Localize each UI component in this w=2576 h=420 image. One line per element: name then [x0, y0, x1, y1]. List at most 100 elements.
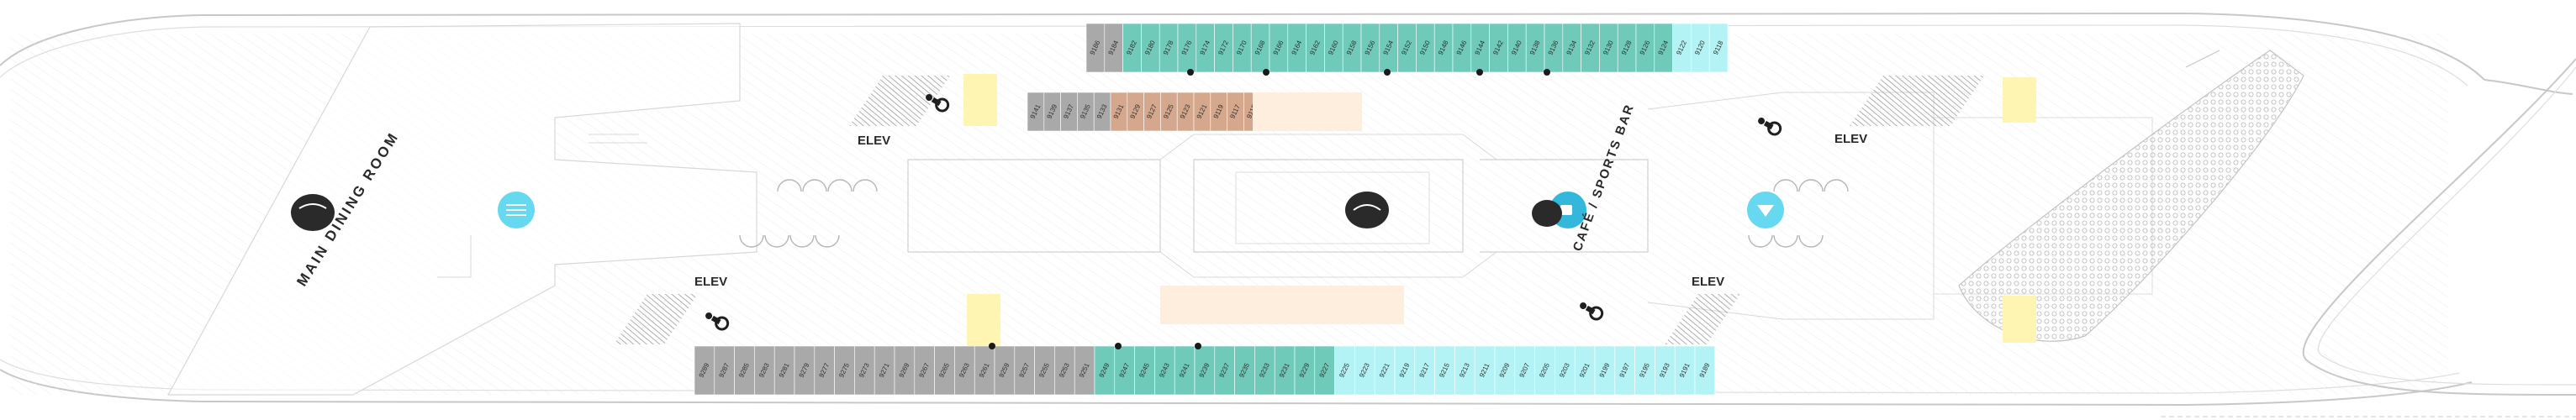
cabin-9164[interactable]: 9164 [1287, 23, 1306, 73]
cabin-9186[interactable]: 9186 [1085, 23, 1106, 73]
cabin-9135[interactable]: 9135 [1077, 92, 1095, 132]
cabin-9201[interactable]: 9201 [1574, 345, 1596, 396]
cabin-9271[interactable]: 9271 [874, 345, 895, 396]
cabin-9279[interactable]: 9279 [794, 345, 816, 396]
cabin-9213[interactable]: 9213 [1454, 345, 1475, 396]
cabin-9231[interactable]: 9231 [1274, 345, 1296, 396]
cabin-9239[interactable]: 9239 [1194, 345, 1216, 396]
cabin-9172[interactable]: 9172 [1214, 23, 1233, 73]
cabin-9140[interactable]: 9140 [1507, 23, 1527, 73]
cabin-9225[interactable]: 9225 [1334, 345, 1355, 396]
cabin-9221[interactable]: 9221 [1374, 345, 1396, 396]
cabin-9122[interactable]: 9122 [1672, 23, 1692, 73]
cabin-9235[interactable]: 9235 [1234, 345, 1255, 396]
cabin-9141[interactable]: 9141 [1027, 92, 1045, 132]
cabin-9126[interactable]: 9126 [1635, 23, 1655, 73]
cabin-9269[interactable]: 9269 [894, 345, 916, 396]
cabin-9131[interactable]: 9131 [1110, 92, 1128, 132]
cabin-9125[interactable]: 9125 [1160, 92, 1178, 132]
cabin-9130[interactable]: 9130 [1599, 23, 1618, 73]
cabin-9180[interactable]: 9180 [1141, 23, 1160, 73]
cabin-9253[interactable]: 9253 [1054, 345, 1075, 396]
cabin-9233[interactable]: 9233 [1254, 345, 1275, 396]
cabin-9127[interactable]: 9127 [1143, 92, 1161, 132]
cabin-9162[interactable]: 9162 [1306, 23, 1325, 73]
cabin-9156[interactable]: 9156 [1360, 23, 1380, 73]
cabin-9120[interactable]: 9120 [1691, 23, 1710, 73]
cabin-9273[interactable]: 9273 [854, 345, 875, 396]
cabin-9119[interactable]: 9119 [1210, 92, 1227, 132]
cabin-9148[interactable]: 9148 [1433, 23, 1454, 73]
cabin-9197[interactable]: 9197 [1614, 345, 1635, 396]
cabin-9160[interactable]: 9160 [1324, 23, 1343, 73]
cabin-9129[interactable]: 9129 [1127, 92, 1144, 132]
cabin-9245[interactable]: 9245 [1134, 345, 1155, 396]
cabin-9285[interactable]: 9285 [734, 345, 755, 396]
cabin-9237[interactable]: 9237 [1214, 345, 1235, 396]
cabin-9229[interactable]: 9229 [1294, 345, 1316, 396]
cabin-9136[interactable]: 9136 [1544, 23, 1564, 73]
cabin-9259[interactable]: 9259 [994, 345, 1016, 396]
cabin-9281[interactable]: 9281 [773, 345, 795, 396]
cabin-9139[interactable]: 9139 [1043, 92, 1061, 132]
cabin-9137[interactable]: 9137 [1060, 92, 1078, 132]
cabin-9217[interactable]: 9217 [1414, 345, 1435, 396]
cabin-9191[interactable]: 9191 [1674, 345, 1696, 396]
cabin-9133[interactable]: 9133 [1093, 92, 1111, 132]
cabin-9174[interactable]: 9174 [1196, 23, 1215, 73]
cabin-9166[interactable]: 9166 [1269, 23, 1289, 73]
cabin-9241[interactable]: 9241 [1174, 345, 1196, 396]
cabin-9249[interactable]: 9249 [1094, 345, 1116, 396]
cabin-9178[interactable]: 9178 [1159, 23, 1179, 73]
cabin-9184[interactable]: 9184 [1104, 23, 1123, 73]
cabin-9251[interactable]: 9251 [1074, 345, 1095, 396]
cabin-9158[interactable]: 9158 [1342, 23, 1362, 73]
elevator-icon [989, 69, 1550, 349]
cabin-9243[interactable]: 9243 [1154, 345, 1175, 396]
cabin-9150[interactable]: 9150 [1416, 23, 1435, 73]
cabin-9168[interactable]: 9168 [1250, 23, 1270, 73]
cabin-9128[interactable]: 9128 [1617, 23, 1637, 73]
cabin-9289[interactable]: 9289 [694, 345, 715, 396]
cabin-9182[interactable]: 9182 [1122, 23, 1142, 73]
cabin-9189[interactable]: 9189 [1694, 345, 1716, 396]
cabin-9215[interactable]: 9215 [1434, 345, 1455, 396]
cabin-9170[interactable]: 9170 [1233, 23, 1252, 73]
cabin-9257[interactable]: 9257 [1014, 345, 1035, 396]
cabin-9209[interactable]: 9209 [1494, 345, 1516, 396]
cabin-9142[interactable]: 9142 [1489, 23, 1508, 73]
cabin-9283[interactable]: 9283 [754, 345, 775, 396]
cabin-9138[interactable]: 9138 [1525, 23, 1545, 73]
cabin-9211[interactable]: 9211 [1474, 345, 1496, 396]
cabin-9255[interactable]: 9255 [1034, 345, 1055, 396]
cabin-9219[interactable]: 9219 [1394, 345, 1416, 396]
cabin-9154[interactable]: 9154 [1379, 23, 1398, 73]
cabin-9121[interactable]: 9121 [1193, 92, 1211, 132]
cabin-9203[interactable]: 9203 [1555, 345, 1576, 396]
cabin-9195[interactable]: 9195 [1634, 345, 1655, 396]
cabin-9199[interactable]: 9199 [1594, 345, 1616, 396]
cabin-9227[interactable]: 9227 [1314, 345, 1335, 396]
cabin-9247[interactable]: 9247 [1114, 345, 1135, 396]
cabin-9207[interactable]: 9207 [1514, 345, 1535, 396]
cabin-9144[interactable]: 9144 [1470, 23, 1490, 73]
cabin-9132[interactable]: 9132 [1581, 23, 1600, 73]
cabin-9134[interactable]: 9134 [1562, 23, 1581, 73]
cabin-9152[interactable]: 9152 [1397, 23, 1417, 73]
cabin-9263[interactable]: 9263 [954, 345, 975, 396]
cabin-9265[interactable]: 9265 [934, 345, 955, 396]
cabin-9261[interactable]: 9261 [974, 345, 995, 396]
cabin-9205[interactable]: 9205 [1534, 345, 1555, 396]
cabin-9123[interactable]: 9123 [1176, 92, 1195, 132]
cabin-9275[interactable]: 9275 [834, 345, 855, 396]
cabin-9223[interactable]: 9223 [1354, 345, 1375, 396]
cabin-9117[interactable]: 9117 [1227, 92, 1244, 132]
cabin-9267[interactable]: 9267 [914, 345, 935, 396]
cabin-9193[interactable]: 9193 [1655, 345, 1676, 396]
cabin-9146[interactable]: 9146 [1452, 23, 1472, 73]
cabin-9124[interactable]: 9124 [1654, 23, 1673, 73]
cabin-9176[interactable]: 9176 [1177, 23, 1197, 73]
cabin-9287[interactable]: 9287 [714, 345, 735, 396]
cabin-9118[interactable]: 9118 [1708, 23, 1729, 73]
cabin-9277[interactable]: 9277 [814, 345, 835, 396]
